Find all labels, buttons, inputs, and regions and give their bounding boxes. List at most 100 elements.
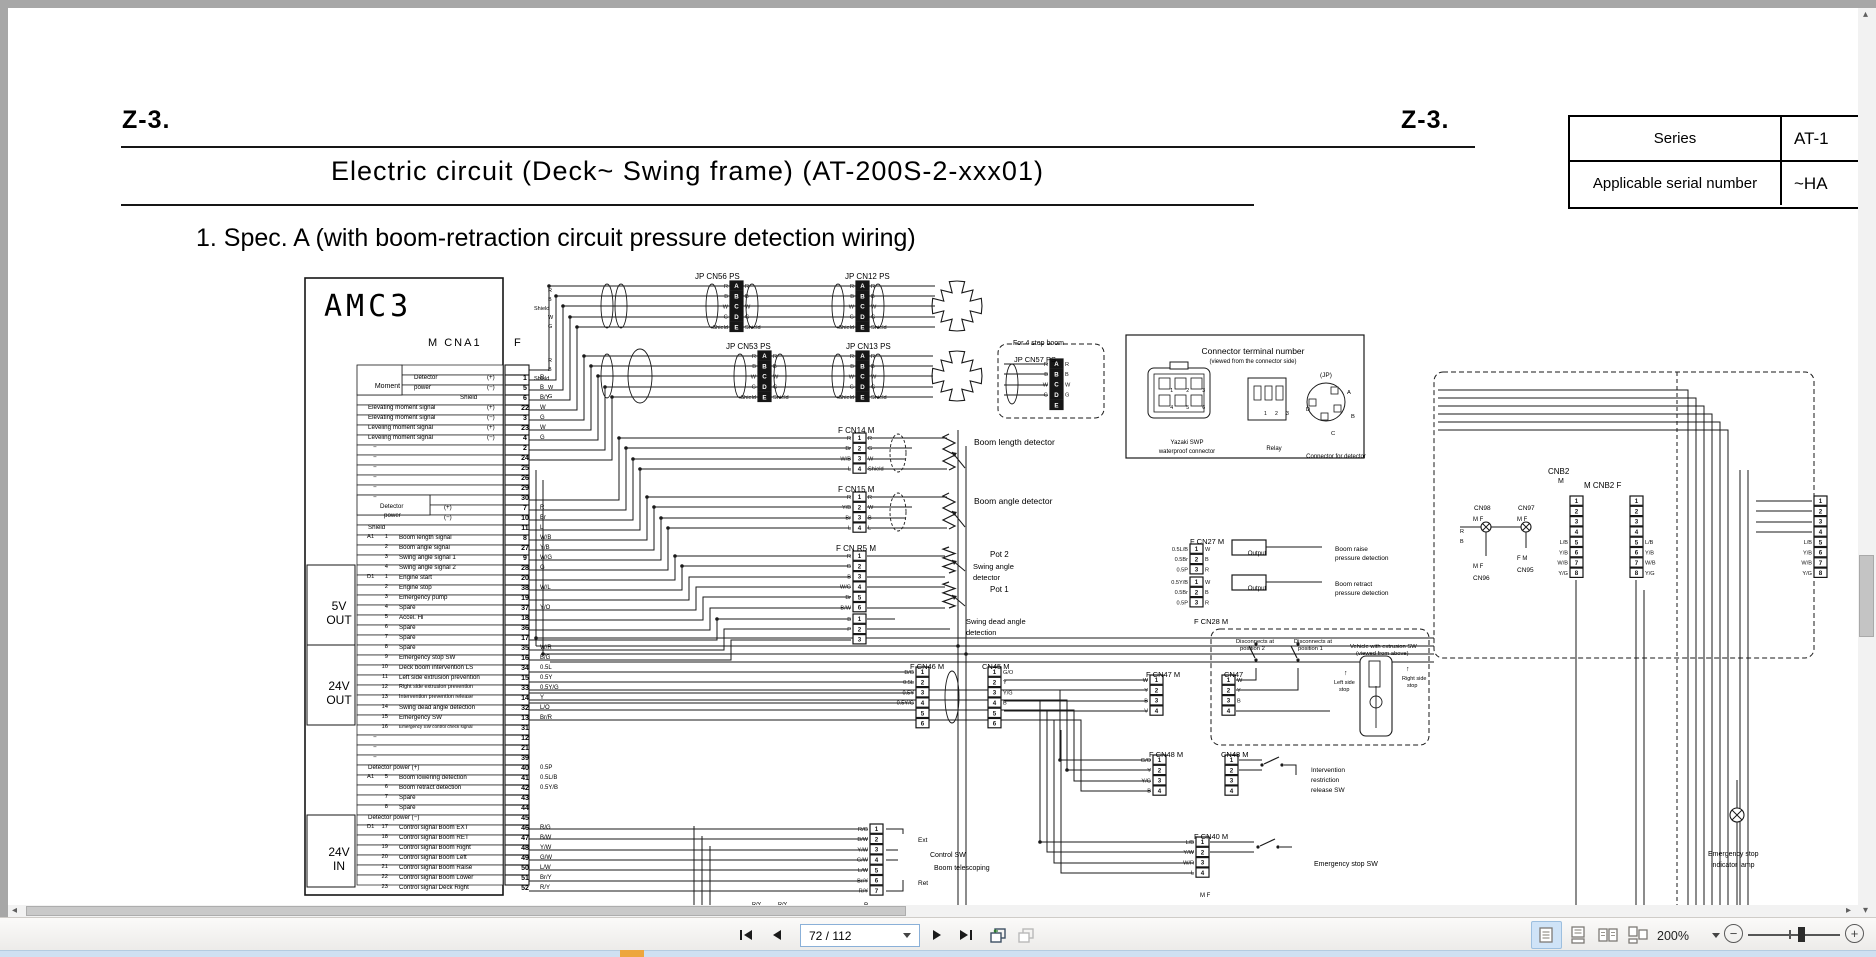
zoom-in-button[interactable]: + [1845, 924, 1864, 943]
diagram-label: JP CN13 PS [846, 342, 891, 351]
taskbar-edge [0, 950, 1876, 957]
zoom-slider-track[interactable] [1748, 934, 1840, 936]
diagram-label: Intervention prevention release [399, 694, 474, 700]
diagram-label: Swing angle signal 2 [399, 564, 456, 571]
diagram-label: Output [1247, 585, 1267, 592]
diagram-label: Disconnects at [1294, 639, 1333, 645]
next-view-button[interactable] [1013, 922, 1039, 948]
diagram-label: release SW [1311, 787, 1345, 794]
zoom-out-button[interactable]: − [1724, 924, 1743, 943]
amc3-pin-number: 46 [521, 824, 529, 832]
serial-label: Applicable serial number [1570, 162, 1782, 205]
svg-text:B: B [860, 363, 865, 370]
svg-text:E: E [734, 324, 738, 331]
diagram-label: 13 [381, 694, 388, 700]
svg-text:R: R [1065, 362, 1069, 368]
svg-text:W: W [723, 304, 729, 310]
svg-text:W/B: W/B [840, 456, 851, 462]
two-page-scrolling-button[interactable] [1625, 922, 1651, 948]
svg-text:A: A [860, 353, 865, 360]
diagram-label: F CN14 M [838, 426, 875, 435]
previous-view-button[interactable] [985, 922, 1011, 948]
svg-text:5: 5 [875, 867, 879, 874]
diagram-label: F CN47 M [1146, 670, 1181, 679]
horizontal-scroll-thumb[interactable] [26, 906, 906, 916]
scroll-left-icon[interactable]: ◂ [12, 905, 18, 916]
diagram-label: CN95 [1517, 567, 1534, 574]
next-page-button[interactable] [925, 922, 951, 948]
first-page-button[interactable] [733, 922, 759, 948]
taskbar-item[interactable] [620, 950, 644, 957]
diagram-label: CN97 [1518, 505, 1535, 512]
single-page-view-button[interactable] [1533, 922, 1559, 948]
svg-text:Shield: Shield [871, 325, 887, 331]
svg-text:B: B [752, 364, 756, 370]
svg-text:L: L [868, 526, 871, 532]
vertical-scrollbar[interactable]: ▴ ▾ [1858, 8, 1876, 920]
amc3-wire-color: Br/Y [540, 875, 552, 881]
diagram-label: Emergency SW control check signal [399, 724, 473, 729]
scroll-right-icon[interactable]: ▸ [1846, 905, 1852, 916]
page-number-field[interactable] [800, 924, 920, 947]
diagram-label: Swing angle [973, 562, 1014, 571]
amc3-pin-number: 26 [521, 474, 529, 482]
diagram-label: Pot 2 [990, 550, 1009, 559]
svg-text:B/W: B/W [840, 605, 851, 611]
svg-text:L/B: L/B [1186, 840, 1195, 846]
svg-text:G: G [850, 315, 854, 321]
previous-page-button[interactable] [763, 922, 789, 948]
horizontal-scrollbar[interactable]: ◂ ▸ [8, 905, 1858, 917]
svg-text:A: A [734, 283, 739, 290]
amc3-pin-number: 49 [521, 854, 529, 862]
svg-text:W/B: W/B [1557, 561, 1568, 567]
scroll-down-icon[interactable]: ▾ [1863, 905, 1869, 916]
svg-text:G/O: G/O [1141, 758, 1152, 764]
amc3-section-label: 24V [328, 845, 350, 859]
svg-text:D: D [734, 314, 739, 321]
svg-text:3: 3 [993, 690, 997, 697]
amc3-wire-color: Y/O [540, 605, 551, 611]
diagram-label: Engine stop [399, 584, 432, 591]
two-page-view-button[interactable] [1595, 922, 1621, 948]
svg-text:Shield: Shield [712, 325, 728, 331]
diagram-label: R [548, 358, 552, 364]
amc3-pin-number: 32 [521, 704, 529, 712]
amc3-pin-number: 17 [521, 634, 529, 642]
vertical-scroll-thumb[interactable] [1859, 555, 1874, 637]
amc3-wire-color: W [540, 425, 546, 431]
svg-text:W: W [745, 304, 751, 310]
diagram-label: power [414, 384, 431, 391]
svg-text:B: B [1205, 590, 1209, 596]
svg-text:P: P [847, 627, 851, 633]
diagram-label: Boom retract [1335, 581, 1373, 588]
svg-text:R/Y: R/Y [859, 889, 869, 895]
diagram-label: 9 [384, 654, 388, 660]
diagram-label: CNB2 [1548, 467, 1570, 476]
svg-text:L: L [848, 526, 851, 532]
zoom-level-label[interactable]: 200% [1657, 929, 1689, 943]
diagram-label: M F [1473, 564, 1484, 570]
enable-scrolling-button[interactable] [1565, 922, 1591, 948]
svg-text:R: R [847, 436, 851, 442]
last-page-button[interactable] [953, 922, 979, 948]
scroll-up-icon[interactable]: ▴ [1863, 9, 1869, 20]
amc3-pin-number: 22 [521, 404, 529, 412]
diagram-label: Swing dead angle [966, 617, 1026, 626]
zoom-dropdown-icon[interactable] [1712, 933, 1720, 938]
diagram-label: Emergency pump [399, 594, 448, 601]
svg-text:7: 7 [875, 888, 879, 895]
svg-text:G: G [871, 315, 875, 321]
diagram-label: 10 [381, 664, 388, 670]
zoom-slider-thumb[interactable] [1798, 927, 1805, 942]
legend-pin-number: 2 [1186, 387, 1190, 394]
svg-text:G/W: G/W [857, 858, 869, 864]
svg-text:4: 4 [858, 525, 862, 532]
diagram-label: JP CN56 PS [695, 272, 740, 281]
svg-text:Y/G: Y/G [1141, 778, 1151, 784]
diagram-label: Shield [368, 524, 386, 531]
amc3-pin-number: 3 [523, 414, 527, 422]
page-dropdown-icon[interactable] [903, 933, 911, 938]
page-number-input[interactable] [801, 927, 903, 944]
diagram-label: Boom lowering detection [399, 774, 467, 781]
